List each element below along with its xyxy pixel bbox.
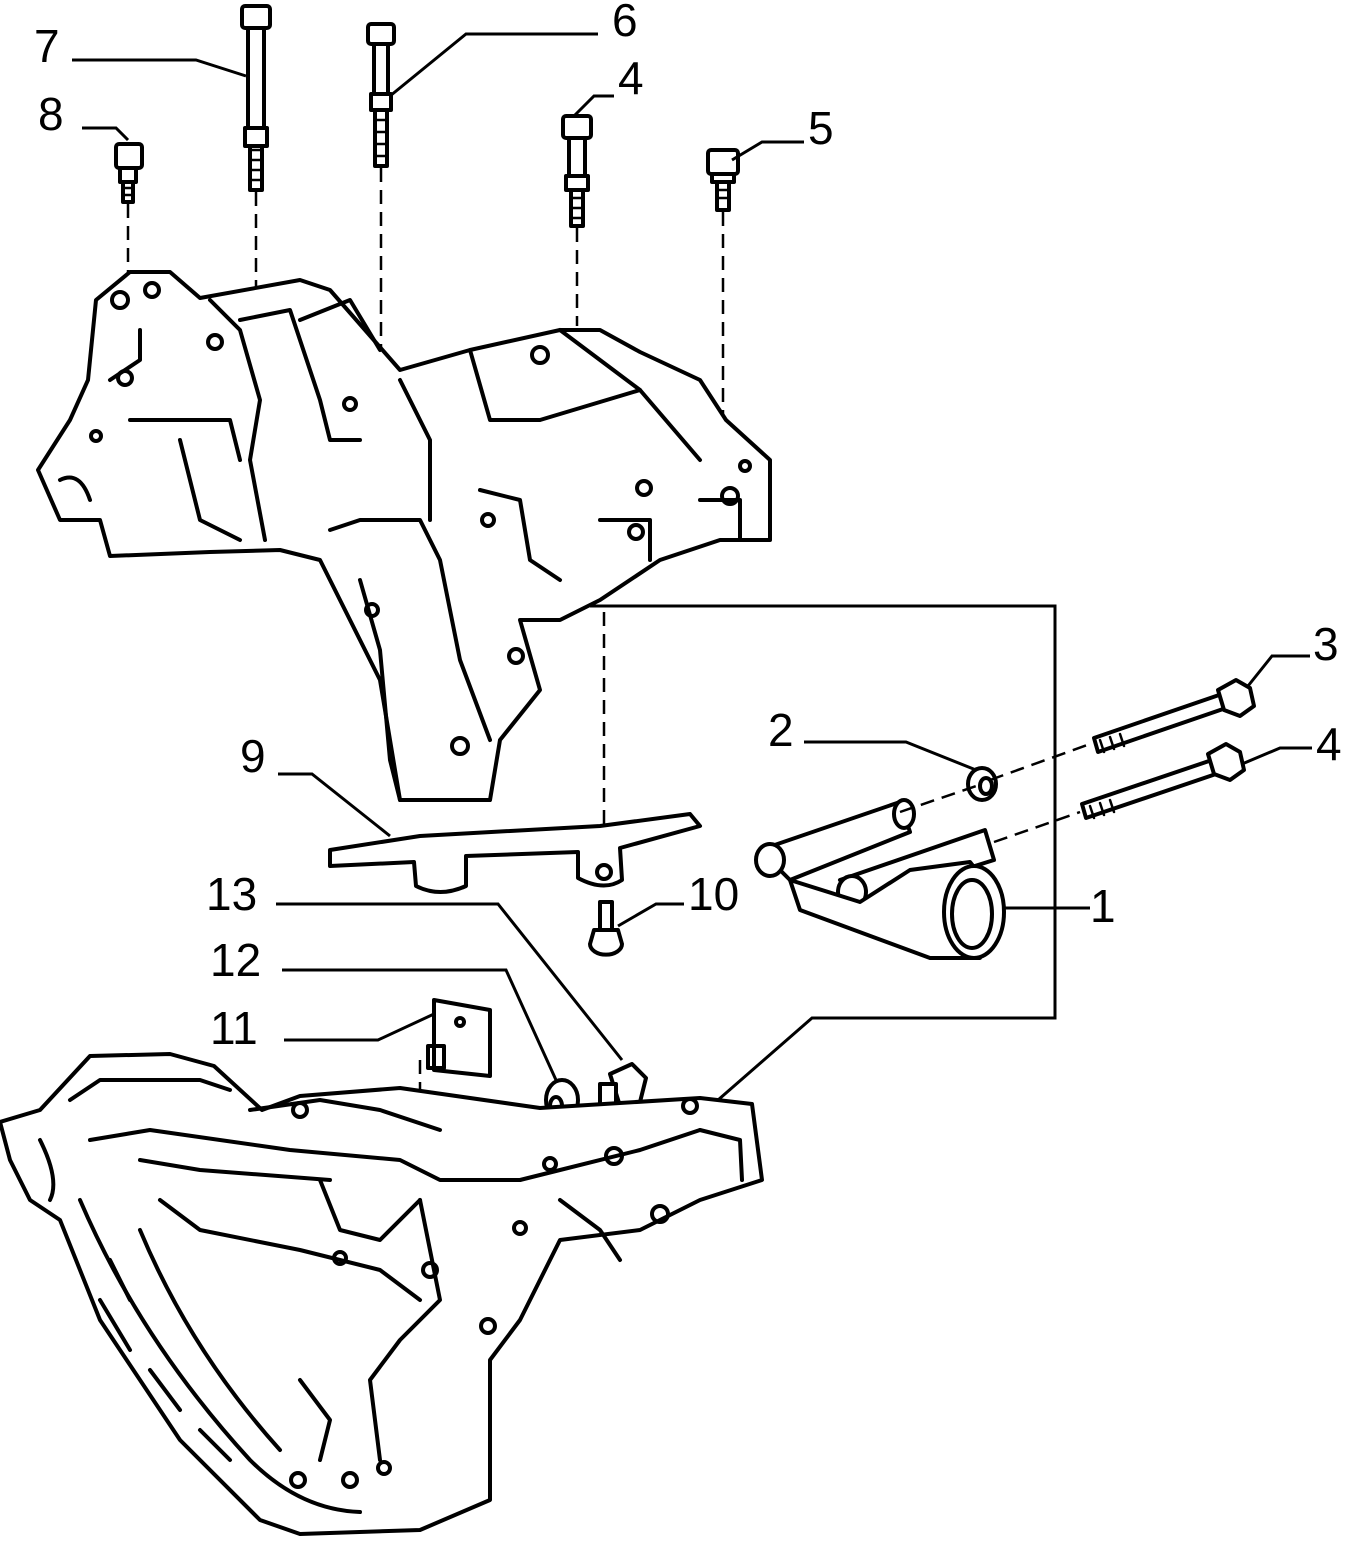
- bolt-7: [240, 4, 272, 192]
- washer-2: [966, 766, 998, 802]
- upper-gearbox-housing: [36, 270, 772, 802]
- screw-10: [588, 900, 624, 957]
- callout-11: 11: [210, 1002, 258, 1054]
- callout-4-top: 4: [618, 52, 644, 104]
- mount-1: [754, 798, 1006, 960]
- bolt-3: [1092, 678, 1256, 754]
- callout-8: 8: [38, 88, 64, 140]
- bolt-8: [114, 142, 144, 204]
- callout-5: 5: [808, 102, 834, 154]
- callout-2: 2: [768, 704, 794, 756]
- callout-9: 9: [240, 730, 266, 782]
- bolt-6: [366, 22, 396, 168]
- lower-gearbox-case: [0, 1052, 764, 1536]
- callout-3: 3: [1313, 618, 1339, 670]
- bolt-5: [706, 148, 740, 212]
- callout-7: 7: [34, 20, 60, 72]
- plate-9: [328, 812, 702, 894]
- callout-1: 1: [1090, 880, 1116, 932]
- callout-12: 12: [210, 934, 261, 986]
- callout-13: 13: [206, 868, 257, 920]
- stud-13: [598, 1062, 648, 1108]
- callout-4-right: 4: [1316, 718, 1342, 770]
- callout-6: 6: [612, 0, 638, 46]
- bolt-4-top: [561, 114, 593, 228]
- callout-10: 10: [688, 868, 739, 920]
- bolt-4-right: [1080, 742, 1246, 820]
